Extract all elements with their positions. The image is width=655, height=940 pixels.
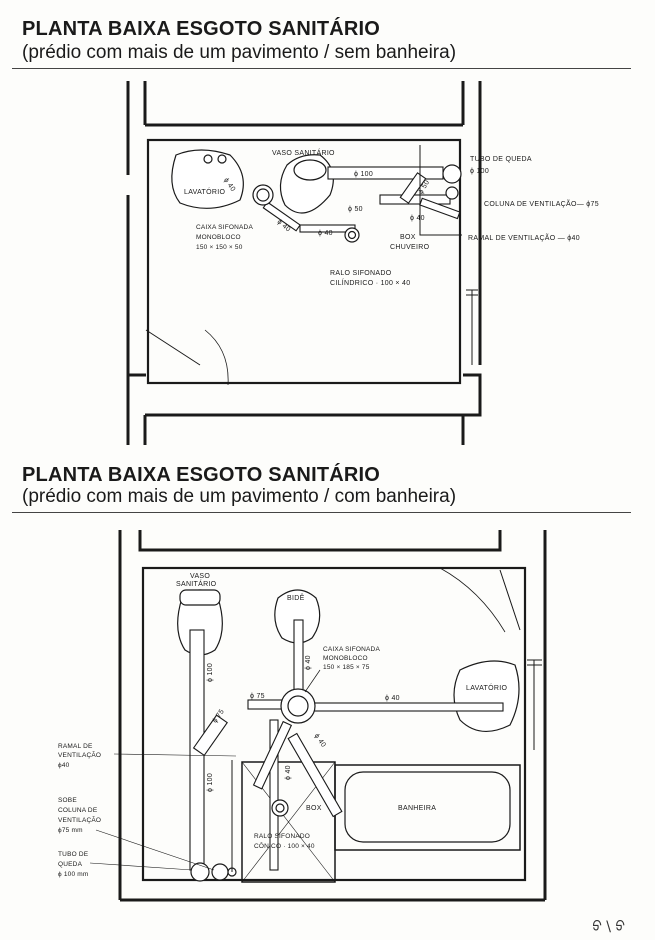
plan1-box-label-1: BOX — [400, 234, 416, 241]
plan1-subtitle: (prédio com mais de um pavimento / sem b… — [22, 42, 457, 63]
plan1-d100: ϕ 100 — [354, 171, 373, 178]
plan1-ralo-label-1: RALO SIFONADO — [330, 270, 392, 277]
plan2-sobe-label-4: ϕ75 mm — [58, 827, 83, 834]
plan1-caixa-label-1: CAIXA SIFONADA — [196, 224, 253, 231]
plan1-d40b: ϕ 40 — [318, 230, 333, 237]
plan2-ramal-label-2: VENTILAÇÃO — [58, 750, 101, 759]
plan2-coluna-symbol — [211, 863, 229, 881]
plan2-tubo-queda-symbol — [190, 862, 210, 882]
plan1-ralo-label-2: CILÍNDRICO · 100 × 40 — [330, 278, 410, 287]
plan1-caixa-label-3: 150 × 150 × 50 — [196, 244, 243, 251]
plan2-bide-label: BIDÊ — [287, 593, 305, 602]
plan2-ramal-label-3: ϕ40 — [58, 762, 70, 769]
plan1-caixa-label-2: MONOBLOCO — [196, 234, 241, 241]
plan1-title-rule — [12, 68, 631, 69]
plan1-d100-right: ϕ 100 — [470, 168, 489, 175]
plan1-coluna-symbol — [445, 186, 459, 200]
plan2-d40c: ϕ 40 — [313, 733, 327, 749]
plan2-sobe-label-1: SOBE — [58, 797, 77, 804]
plan2-tubo-label-2: QUEDA — [58, 861, 83, 868]
plan1-d50a: ϕ 50 — [348, 206, 363, 213]
plan2-d40b: ϕ 40 — [305, 655, 312, 670]
plan2-d75a: ϕ 75 — [250, 693, 265, 700]
plan1-drawing: LAVATÓRIO VASO SANITÁRIO TUBO DE QUEDA ϕ… — [126, 81, 599, 445]
plan1-title: PLANTA BAIXA ESGOTO SANITÁRIO — [22, 18, 381, 40]
plan1-lavatorio-label: LAVATÓRIO — [184, 187, 225, 196]
plan1-tubo-queda-label: TUBO DE QUEDA — [470, 156, 532, 163]
plan1-coluna-label: COLUNA DE VENTILAÇÃO— ϕ75 — [484, 199, 599, 208]
plan2-banheira-label: BANHEIRA — [398, 805, 436, 812]
plan2-drawing: VASO SANITÁRIO BIDÊ LAVATÓRIO ϕ 100 ϕ 10… — [58, 530, 547, 902]
plan2-caixa-label-3: 150 × 185 × 75 — [323, 664, 370, 671]
plan2-caixa-label-2: MONOBLOCO — [323, 655, 368, 662]
plan2-tubo-label-1: TUBO DE — [58, 851, 89, 858]
plan2-ramal-label-1: RAMAL DE — [58, 743, 93, 750]
plan2-sobe-label-3: VENTILAÇÃO — [58, 815, 101, 824]
plan2-d100b: ϕ 100 — [207, 773, 214, 792]
plan1-vaso-label: VASO SANITÁRIO — [272, 148, 335, 157]
plan2-vaso-label-2: SANITÁRIO — [176, 579, 217, 588]
plan1-tubo-queda-symbol — [442, 164, 462, 184]
plan2-caixa-label-1: CAIXA SIFONADA — [323, 646, 380, 653]
plan2-ralo-label-1: RALO SIFONADO — [254, 833, 310, 840]
plan1-d40a: ϕ 40 — [410, 215, 425, 222]
plan2-title-rule — [12, 512, 631, 513]
plan2-lavatorio-label: LAVATÓRIO — [466, 683, 507, 692]
plan2-box-label: BOX — [306, 805, 322, 812]
page-mark: ᢒ \ ᢒ — [592, 919, 625, 935]
plan2-vaso — [177, 589, 223, 656]
plan2-sobe-label-2: COLUNA DE — [58, 807, 98, 814]
plan2-bide — [274, 589, 321, 644]
plan2-d40a: ϕ 40 — [385, 695, 400, 702]
plan2-subtitle: (prédio com mais de um pavimento / com b… — [22, 486, 457, 507]
plan1-box-label-2: CHUVEIRO — [390, 244, 430, 251]
plan2-ralo-label-2: CÔNICO · 100 × 40 — [254, 841, 315, 850]
plan1-lavatorio — [171, 149, 244, 209]
plan1-ramal-label: RAMAL DE VENTILAÇÃO — ϕ40 — [468, 233, 580, 242]
plan2-d40d: ϕ 40 — [285, 765, 292, 780]
plan2-lavatorio — [453, 660, 520, 732]
plan2-d100a: ϕ 100 — [207, 663, 214, 682]
plan2-title: PLANTA BAIXA ESGOTO SANITÁRIO — [22, 464, 381, 486]
plan1-vaso — [279, 154, 334, 214]
plan2-vaso-label-1: VASO — [190, 573, 210, 580]
plan2-tubo-label-3: ϕ 100 mm — [58, 871, 89, 878]
